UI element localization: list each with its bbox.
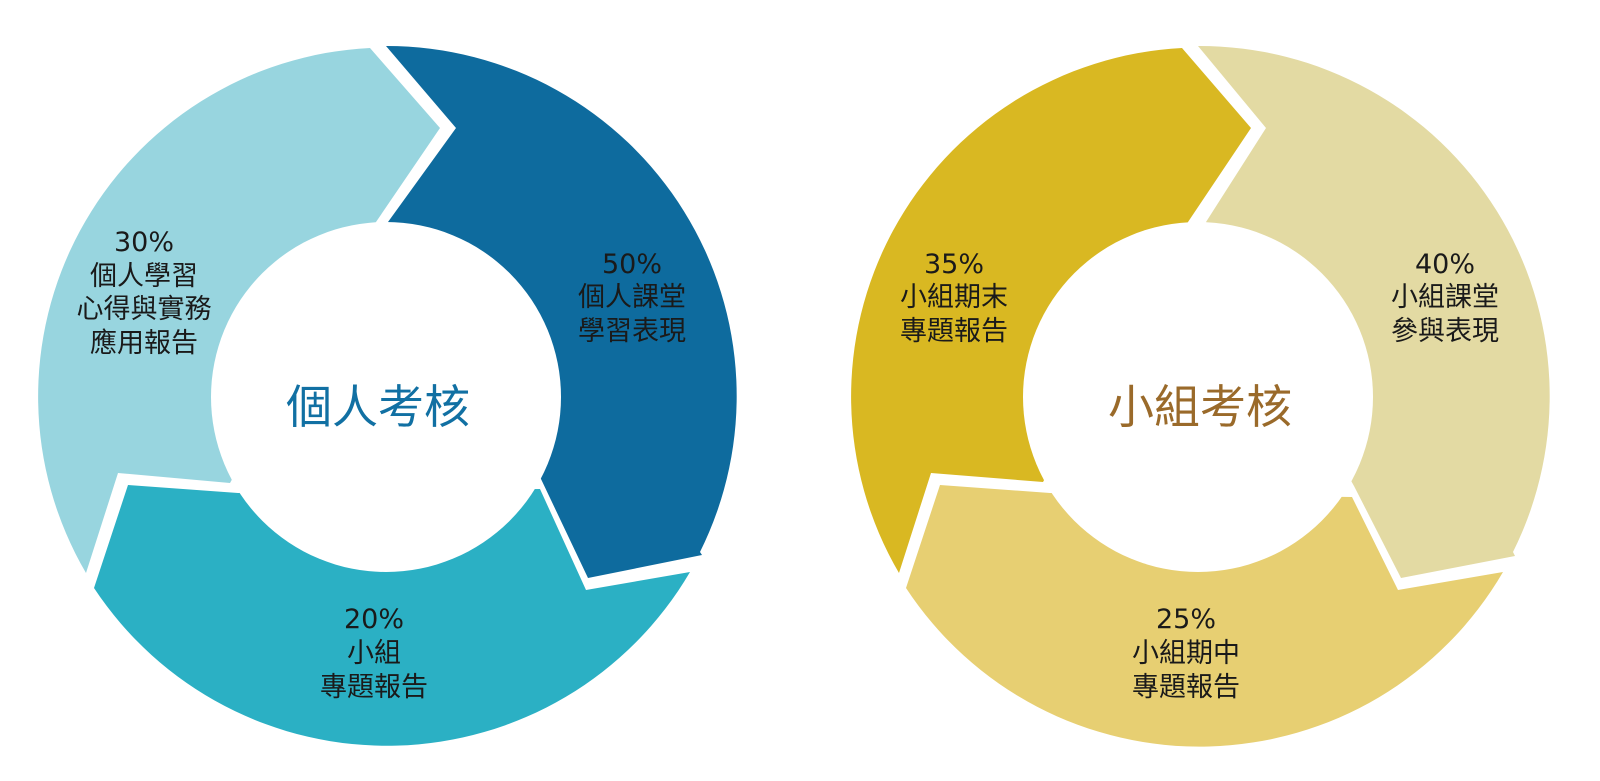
- individual-center-title: 個人考核: [286, 380, 470, 434]
- group-segment-percent: 25%: [1156, 604, 1216, 635]
- group-segment-label: 參與表現: [1391, 316, 1499, 347]
- individual-segment-percent: 30%: [114, 227, 174, 258]
- individual-center-hole: [211, 222, 561, 572]
- individual-segment-percent: 20%: [344, 604, 404, 635]
- individual-segment-label: 學習表現: [578, 316, 686, 347]
- individual-assessment-diagram: 個人考核 50% 個人課堂 學習表現 20% 小組 專題報告 30% 個人學習 …: [38, 45, 737, 746]
- group-segment-class-participation: [1198, 45, 1550, 579]
- group-segment-percent: 40%: [1415, 249, 1475, 280]
- individual-segment-label: 專題報告: [320, 672, 428, 703]
- individual-segment-percent: 50%: [602, 249, 662, 280]
- individual-segment-label: 心得與實務: [77, 294, 212, 325]
- individual-segment-label: 應用報告: [90, 328, 198, 359]
- group-segment-label: 專題報告: [900, 316, 1008, 347]
- group-center-hole: [1023, 222, 1373, 572]
- individual-segment-label: 個人課堂: [578, 282, 686, 313]
- group-segment-label: 小組課堂: [1391, 282, 1499, 313]
- group-segment-midterm-project: [906, 485, 1503, 747]
- individual-segment-group-project: [94, 485, 690, 746]
- group-assessment-diagram: 小組考核 40% 小組課堂 參與表現 25% 小組期中 專題報告 35% 小組期…: [851, 45, 1550, 747]
- individual-segment-label: 小組: [347, 638, 401, 669]
- group-center-title: 小組考核: [1108, 380, 1292, 434]
- group-segment-label: 小組期末: [900, 282, 1008, 313]
- group-segment-percent: 35%: [924, 249, 984, 280]
- group-segment-label: 專題報告: [1132, 672, 1240, 703]
- individual-segment-label: 個人學習: [90, 261, 198, 292]
- group-segment-label: 小組期中: [1132, 638, 1240, 669]
- individual-segment-class-performance: [386, 45, 737, 579]
